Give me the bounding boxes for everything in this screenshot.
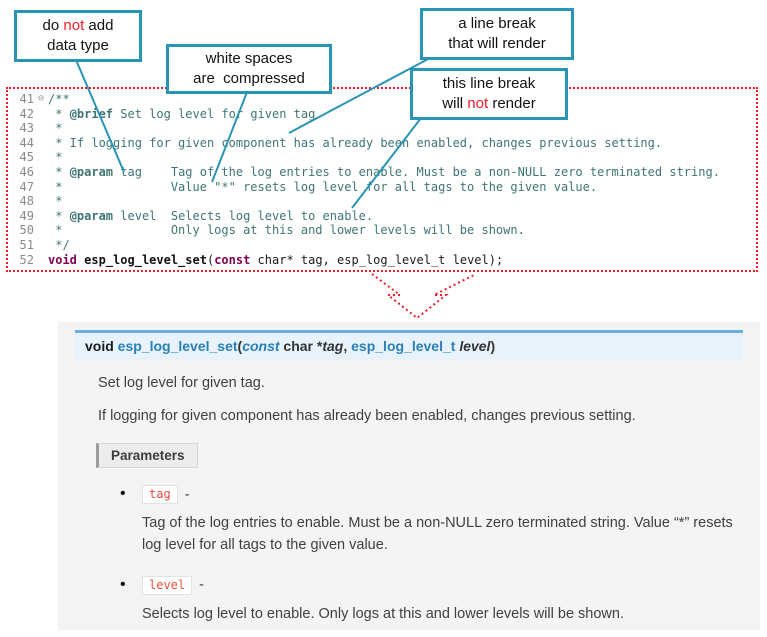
- parameter-list: • tag - Tag of the log entries to enable. …: [120, 485, 760, 625]
- line-number: 52: [19, 252, 34, 267]
- code-text: * Only logs at this and lower levels wil…: [48, 223, 525, 238]
- line-number: 42: [19, 106, 34, 121]
- bullet-icon: •: [120, 575, 126, 593]
- fold-marker-icon: ⊖: [37, 93, 45, 104]
- fold-marker-icon: [34, 238, 48, 253]
- line-number: 51: [19, 237, 34, 252]
- code-text: */: [48, 237, 70, 252]
- fold-marker-icon: [34, 194, 48, 209]
- code-text: * Value "*" resets log level for all tag…: [48, 179, 598, 194]
- code-text: *: [48, 121, 63, 136]
- line-number: 48: [19, 194, 34, 209]
- param-name-chip: level: [142, 575, 193, 595]
- code-line: 42 * @brief Set log level for given tag: [10, 107, 756, 122]
- fold-marker-icon: [34, 107, 48, 122]
- code-text: void esp_log_level_set(const char* tag, …: [48, 252, 504, 267]
- code-line: 41⊖/**: [10, 92, 756, 107]
- parameter-item: • tag - Tag of the log entries to enable. …: [120, 485, 760, 557]
- param-description: Tag of the log entries to enable. Must b…: [142, 515, 733, 553]
- code-line: 50 * Only logs at this and lower levels …: [10, 223, 756, 238]
- fold-marker-icon: [34, 121, 48, 136]
- function-signature-text: void esp_log_level_set(const char *tag, …: [85, 338, 496, 354]
- parameters-label: Parameters: [96, 443, 198, 468]
- code-line: 48 *: [10, 194, 756, 209]
- code-text: * @param tag Tag of the log entries to e…: [48, 164, 720, 179]
- parameter-item: • level - Selects log level to enable. Onl…: [120, 575, 760, 626]
- fold-marker-icon: [34, 150, 48, 165]
- fold-marker-icon: [34, 180, 48, 195]
- code-text: *: [48, 150, 63, 165]
- code-lines: 41⊖/**42 * @brief Set log level for give…: [10, 92, 756, 267]
- line-number: 49: [19, 208, 34, 223]
- param-dash: -: [184, 486, 190, 503]
- code-text: * @param level Selects log level to enab…: [48, 208, 374, 223]
- fold-marker-icon: [34, 209, 48, 224]
- code-line: 49 * @param level Selects log level to e…: [10, 209, 756, 224]
- code-line: 47 * Value "*" resets log level for all …: [10, 180, 756, 195]
- code-editor-snippet: 41⊖/**42 * @brief Set log level for give…: [6, 87, 758, 273]
- line-number: 50: [19, 223, 34, 238]
- line-number: 45: [19, 150, 34, 165]
- fold-marker-icon: [34, 253, 48, 268]
- line-number: 41: [19, 92, 34, 106]
- param-name-chip: tag: [142, 485, 178, 504]
- code-line: 52 void esp_log_level_set(const char* tag…: [10, 253, 756, 268]
- flow-arrow-icon: [371, 273, 477, 320]
- code-line: 45 *: [10, 150, 756, 165]
- param-dash: -: [199, 577, 204, 593]
- line-number: 46: [19, 164, 34, 179]
- code-line: 44 * If logging for given component has …: [10, 136, 756, 151]
- line-number: 43: [19, 121, 34, 136]
- code-text: /**: [48, 92, 70, 106]
- line-number: 47: [19, 179, 34, 194]
- param-description: Selects log level to enable. Only logs a…: [142, 605, 624, 622]
- fold-marker-icon: [34, 223, 48, 238]
- fold-marker-icon: [34, 136, 48, 151]
- function-brief: Set log level for given tag.: [98, 375, 265, 391]
- code-text: * If logging for given component has alr…: [48, 135, 663, 150]
- function-signature: void esp_log_level_set(const char *tag, …: [75, 330, 743, 360]
- bullet-icon: •: [120, 485, 126, 502]
- code-line: 46 * @param tag Tag of the log entries t…: [10, 165, 756, 180]
- code-text: * @brief Set log level for given tag: [48, 106, 316, 121]
- fold-marker-icon: [34, 165, 48, 180]
- line-number: 44: [19, 135, 34, 150]
- code-text: *: [48, 194, 63, 209]
- code-line: 43 *: [10, 121, 756, 136]
- function-description: If logging for given component has alrea…: [98, 408, 636, 424]
- code-line: 51 */: [10, 238, 756, 253]
- rendered-docs-panel: void esp_log_level_set(const char *tag, …: [58, 322, 760, 630]
